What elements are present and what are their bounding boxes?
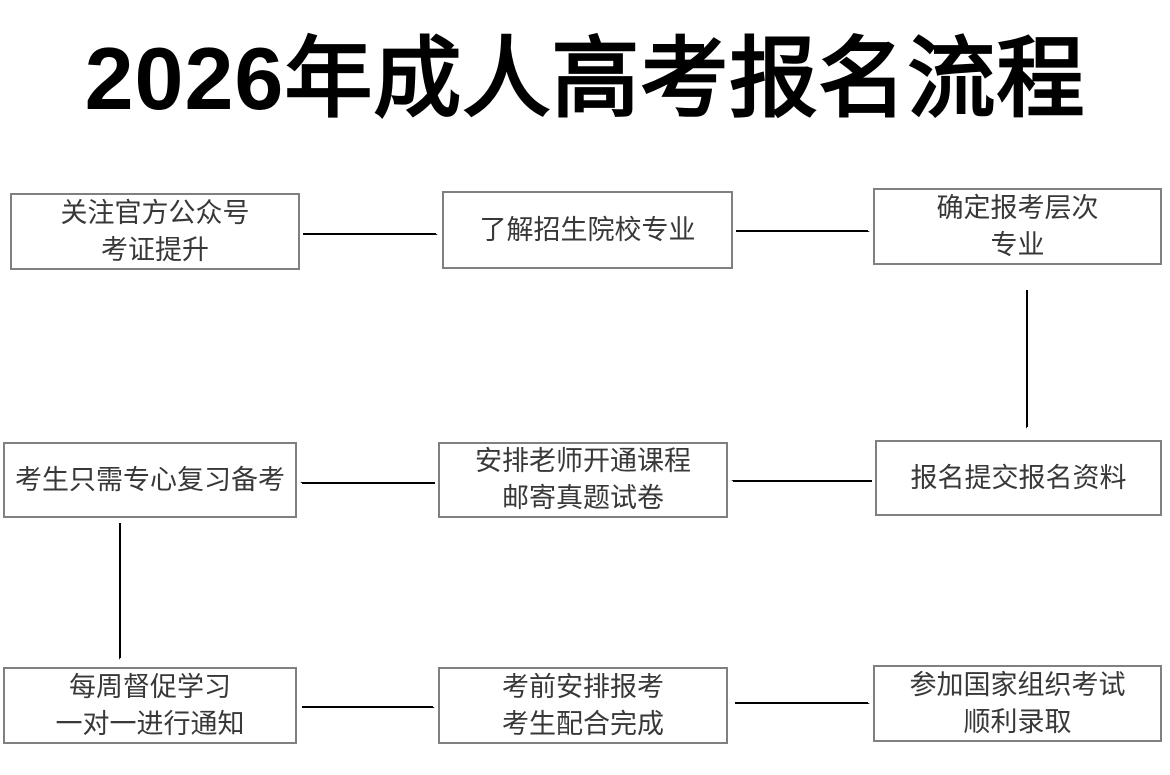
flow-step-6-line-1: 考生只需专心复习备考 — [15, 464, 285, 495]
flow-step-8-line-1: 考前安排报考 — [502, 671, 664, 702]
flow-step-7: 每周督促学习 一对一进行通知 — [3, 667, 297, 744]
flow-step-8: 考前安排报考 考生配合完成 — [438, 667, 728, 744]
flow-step-9-line-1: 参加国家组织考试 — [909, 669, 1126, 700]
flow-step-1: 关注官方公众号 考证提升 — [10, 193, 300, 270]
flow-step-1-line-2: 考证提升 — [101, 234, 209, 265]
page-title: 2026年成人高考报名流程 — [84, 29, 1086, 128]
flow-step-2: 了解招生院校专业 — [442, 191, 733, 269]
flow-step-5: 安排老师开通课程 邮寄真题试卷 — [438, 442, 728, 518]
flow-step-5-line-1: 安排老师开通课程 — [475, 446, 691, 476]
flow-step-8-line-2: 考生配合完成 — [502, 708, 664, 739]
flow-step-3-line-1: 确定报考层次 — [936, 192, 1099, 223]
flow-step-3: 确定报考层次 专业 — [873, 188, 1162, 265]
flow-step-1-line-1: 关注官方公众号 — [60, 197, 250, 228]
flow-step-7-line-2: 一对一进行通知 — [55, 708, 245, 739]
flow-step-5-line-2: 邮寄真题试卷 — [502, 483, 664, 513]
flow-step-9-line-2: 顺利录取 — [963, 706, 1072, 737]
flow-step-7-line-1: 每周督促学习 — [69, 671, 231, 702]
flow-step-6: 考生只需专心复习备考 — [3, 442, 297, 518]
flow-step-9: 参加国家组织考试 顺利录取 — [873, 665, 1162, 742]
flow-step-4-line-1: 报名提交报名资料 — [910, 462, 1127, 493]
flow-step-2-line-1: 了解招生院校专业 — [479, 214, 696, 245]
flow-step-4: 报名提交报名资料 — [875, 440, 1162, 516]
flow-step-3-line-2: 专业 — [990, 229, 1045, 260]
